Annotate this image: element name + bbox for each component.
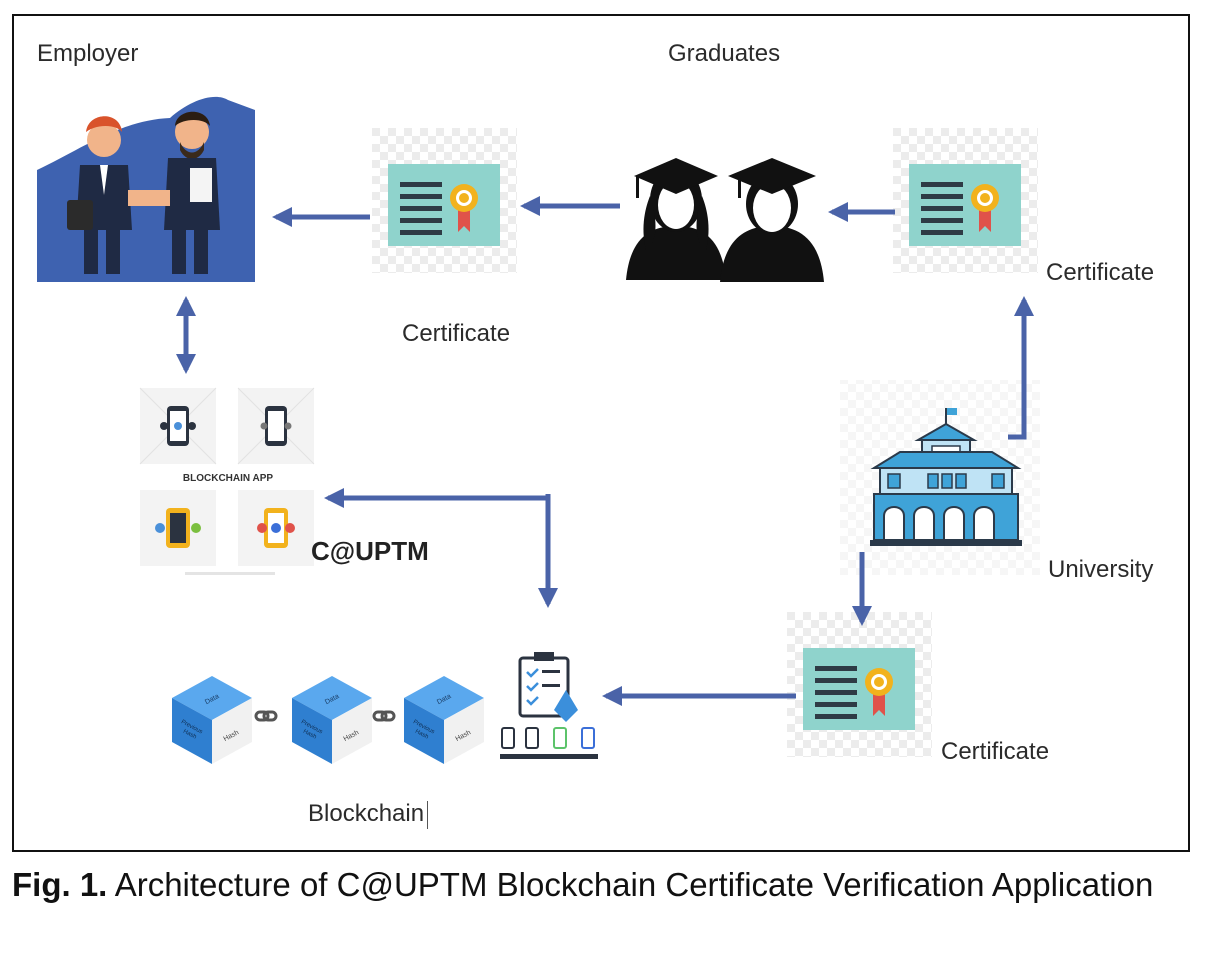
certificate-icon [893,128,1038,273]
label-blockchain: Blockchain [308,800,429,829]
caption-prefix: Fig. 1. [12,866,108,903]
certificate-icon [372,128,517,273]
text-cursor [427,800,429,829]
label-certificate-bottom-right: Certificate [941,738,1050,765]
label-certificate-top-middle: Certificate [402,320,511,347]
graduates-icon [626,158,824,282]
blockchain-app-icon [139,383,320,575]
certificate-icon [787,612,932,757]
label-certificate-top-right: Certificate [1046,259,1155,286]
app-inner-title: BLOCKCHAIN APP [183,473,274,484]
university-icon [840,380,1040,575]
label-employer: Employer [37,40,139,67]
chain-link-icon [372,710,396,722]
caption-text: Architecture of C@UPTM Blockchain Certif… [114,866,1154,903]
smart-contract-icon [500,652,598,759]
employer-handshake-icon [37,96,255,283]
label-app-name: C@UPTM [311,536,429,566]
diagram-frame [12,14,1190,852]
label-graduates: Graduates [668,40,781,67]
flow-arrows [176,196,1034,706]
chain-link-icon [254,710,278,722]
label-university: University [1048,556,1154,583]
block-icon [172,676,252,764]
block-icon [292,676,372,764]
figure-caption: Fig. 1. Architecture of C@UPTM Blockchai… [12,862,1200,908]
label-blockchain-text: Blockchain [308,800,425,827]
block-icon [404,676,484,764]
arrow-university-to-certificate [1008,300,1027,440]
